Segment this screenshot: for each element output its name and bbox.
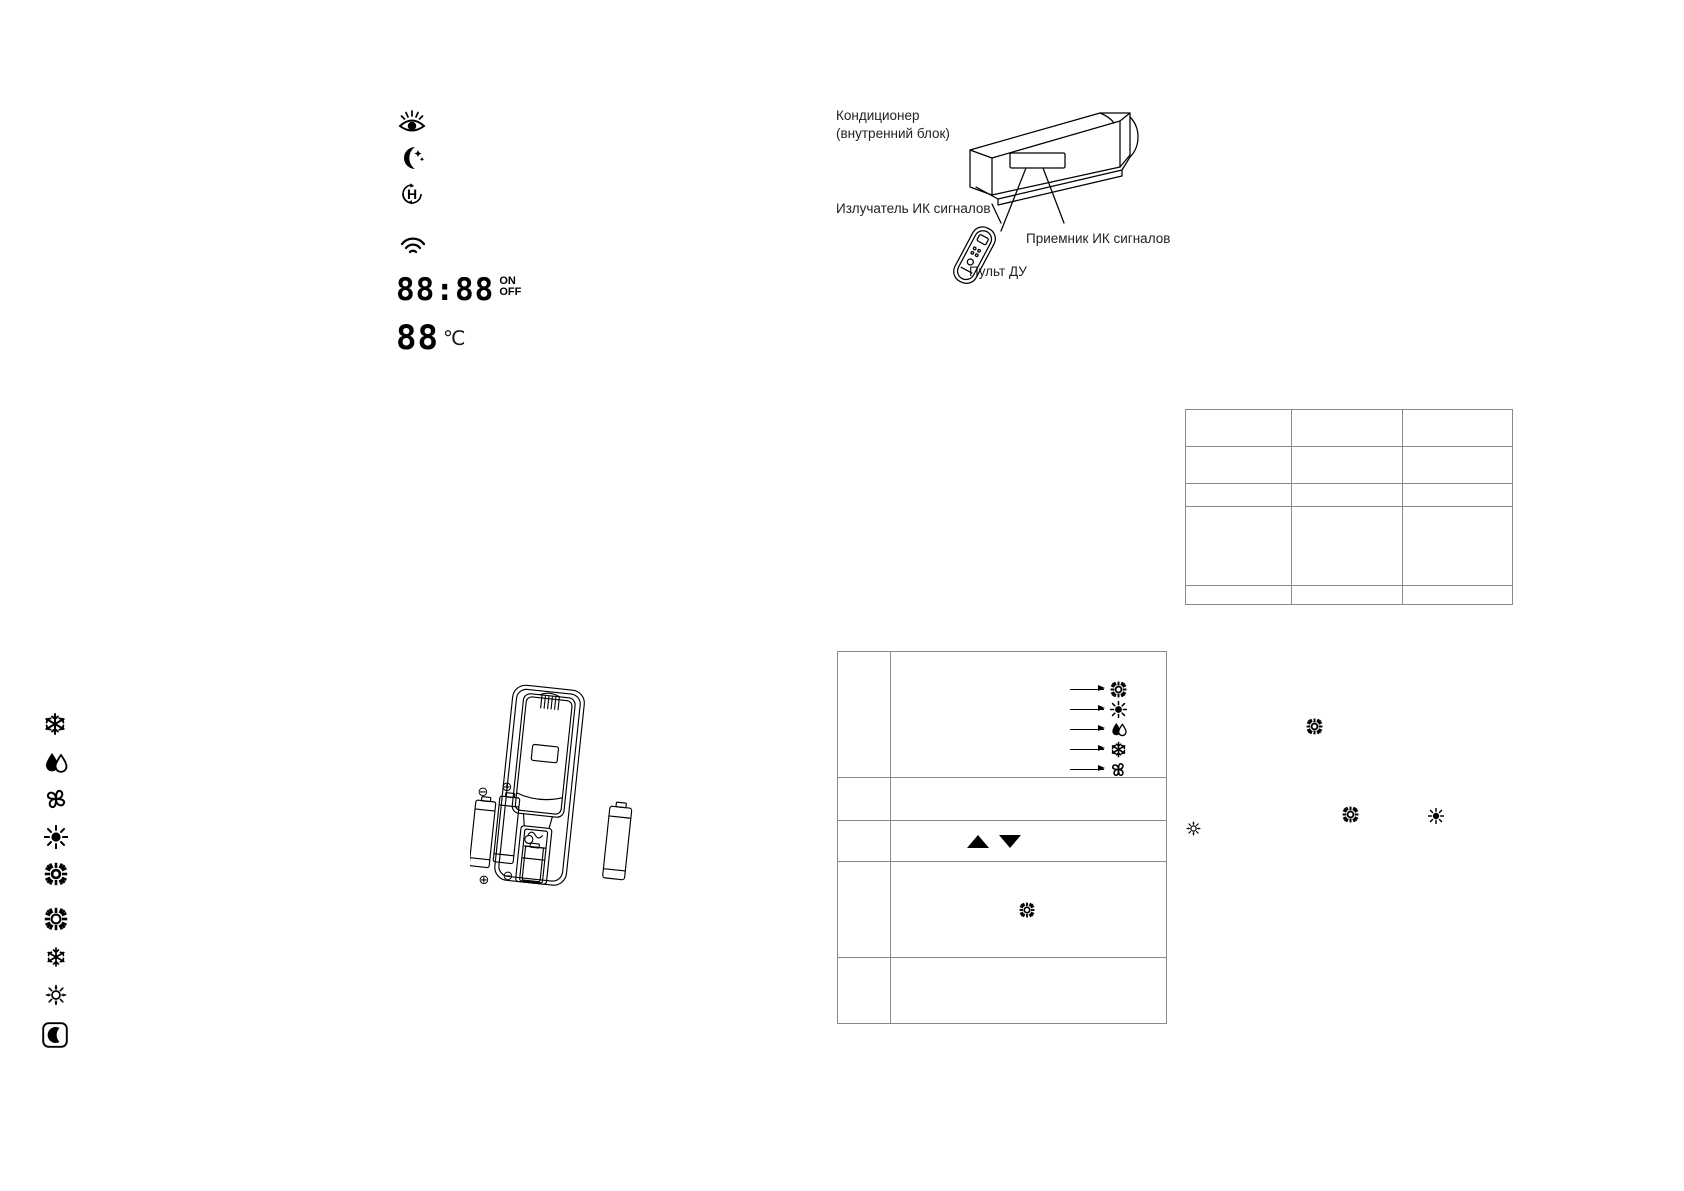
updown-arrows-cell bbox=[890, 820, 1167, 862]
snow-sparkle-icon bbox=[44, 945, 68, 969]
spec-cell bbox=[1402, 483, 1513, 507]
arrow-right-icon bbox=[1070, 685, 1105, 691]
water-drop-dry-icon bbox=[43, 750, 69, 774]
indoor-unit-label-line2: (внутренний блок) bbox=[836, 126, 950, 141]
arrow-right-icon bbox=[1070, 705, 1105, 711]
spec-cell bbox=[1402, 409, 1513, 447]
spec-cell bbox=[1185, 585, 1292, 605]
button-content-cell bbox=[890, 777, 1167, 821]
arrow-right-icon bbox=[1070, 745, 1105, 751]
table-row bbox=[837, 777, 1167, 821]
table-row bbox=[1185, 483, 1513, 507]
spec-cell bbox=[1185, 409, 1292, 447]
sun-burst-auto-icon bbox=[44, 862, 68, 886]
hour-timer-icon: H bbox=[399, 181, 425, 207]
button-label-cell bbox=[837, 777, 891, 821]
table-row bbox=[1185, 409, 1513, 447]
table-row bbox=[1185, 585, 1513, 605]
ir-emitter-label: Излучатель ИК сигналов bbox=[836, 201, 991, 216]
timer-on-label: ON bbox=[499, 275, 516, 287]
spec-cell bbox=[1291, 585, 1403, 605]
spec-cell bbox=[1291, 409, 1403, 447]
auto-mode-icon bbox=[1110, 681, 1127, 698]
battery-minus-mark: ⊖ bbox=[503, 869, 514, 884]
moon-sleep-icon bbox=[399, 145, 425, 171]
fan-blades-icon bbox=[44, 787, 68, 811]
snowflake-cool-icon bbox=[43, 712, 67, 736]
indoor-unit-label-line1: Кондиционер bbox=[836, 108, 920, 123]
button-label-cell bbox=[837, 651, 891, 778]
table-row bbox=[837, 861, 1167, 958]
sun-heat-icon bbox=[1428, 808, 1444, 824]
ir-diagram-artwork bbox=[953, 112, 1139, 284]
auto-mode-icon bbox=[1019, 902, 1035, 918]
temperature-unit: ℃ bbox=[442, 326, 466, 350]
spec-cell bbox=[1291, 446, 1403, 484]
arrow-right-icon bbox=[1070, 725, 1105, 731]
table-row bbox=[1185, 506, 1513, 586]
mode-cycle-step bbox=[1070, 761, 1128, 777]
triangle-up-icon bbox=[967, 834, 989, 848]
ir-communication-diagram: Кондиционер (внутренний блок) Излучатель… bbox=[830, 95, 1250, 295]
rounded-square-moon-icon bbox=[42, 1022, 68, 1048]
sun-ring-icon bbox=[44, 907, 68, 931]
heat-mode-icon bbox=[1110, 700, 1127, 718]
sun-rays-small-icon bbox=[45, 984, 67, 1006]
button-content-cell bbox=[890, 957, 1167, 1024]
auto-mode-icon bbox=[1342, 806, 1359, 823]
spec-cell bbox=[1402, 506, 1513, 586]
button-content-cell bbox=[890, 861, 1167, 958]
spec-cell bbox=[1291, 483, 1403, 507]
battery-plus-mark: ⊕ bbox=[502, 780, 513, 795]
sun-heat-icon bbox=[44, 825, 68, 849]
auto-mode-icon bbox=[1306, 718, 1323, 735]
spec-cell bbox=[1185, 483, 1292, 507]
table-row bbox=[837, 820, 1167, 862]
button-label-cell bbox=[837, 820, 891, 862]
temperature-display: 88 ℃ bbox=[396, 318, 465, 358]
table-row bbox=[837, 651, 1167, 778]
timer-digits: 88:88 bbox=[396, 272, 495, 308]
fan-mode-icon bbox=[1110, 761, 1127, 778]
mode-cycle-step bbox=[1070, 700, 1128, 718]
mode-cycle-step bbox=[1070, 681, 1128, 697]
button-function-table bbox=[837, 651, 1167, 1024]
temperature-digits: 88 bbox=[396, 318, 439, 358]
battery-plus-mark: ⊕ bbox=[479, 873, 490, 888]
spec-cell bbox=[1402, 446, 1513, 484]
cool-mode-icon bbox=[1110, 741, 1127, 758]
spec-cell bbox=[1185, 506, 1292, 586]
spec-cell bbox=[1185, 446, 1292, 484]
timer-off-label: OFF bbox=[499, 286, 522, 298]
spec-cell bbox=[1402, 585, 1513, 605]
sun-rays-small-icon bbox=[1186, 821, 1201, 836]
mode-cycle-list bbox=[1070, 681, 1128, 777]
eye-icon bbox=[398, 110, 426, 136]
mode-cycle-step bbox=[1070, 741, 1128, 757]
svg-text:H: H bbox=[407, 186, 417, 202]
battery-minus-mark: ⊖ bbox=[478, 785, 489, 800]
table-row bbox=[837, 957, 1167, 1024]
dry-mode-icon bbox=[1110, 721, 1128, 737]
remote-battery-compartment-diagram: ⊖ ⊕ ⊕ ⊖ bbox=[470, 684, 633, 888]
wifi-signal-icon bbox=[400, 234, 426, 254]
timer-display: 88:88 ON OFF bbox=[396, 272, 521, 308]
button-label-cell bbox=[837, 957, 891, 1024]
button-label-cell bbox=[837, 861, 891, 958]
mode-cycle-step bbox=[1070, 721, 1128, 737]
triangle-down-icon bbox=[999, 834, 1021, 848]
specification-table bbox=[1185, 409, 1513, 605]
arrow-right-icon bbox=[1070, 765, 1105, 771]
mode-cycle-cell bbox=[890, 651, 1167, 778]
table-row bbox=[1185, 446, 1513, 484]
ir-receiver-label: Приемник ИК сигналов bbox=[1026, 231, 1171, 246]
spec-cell bbox=[1291, 506, 1403, 586]
